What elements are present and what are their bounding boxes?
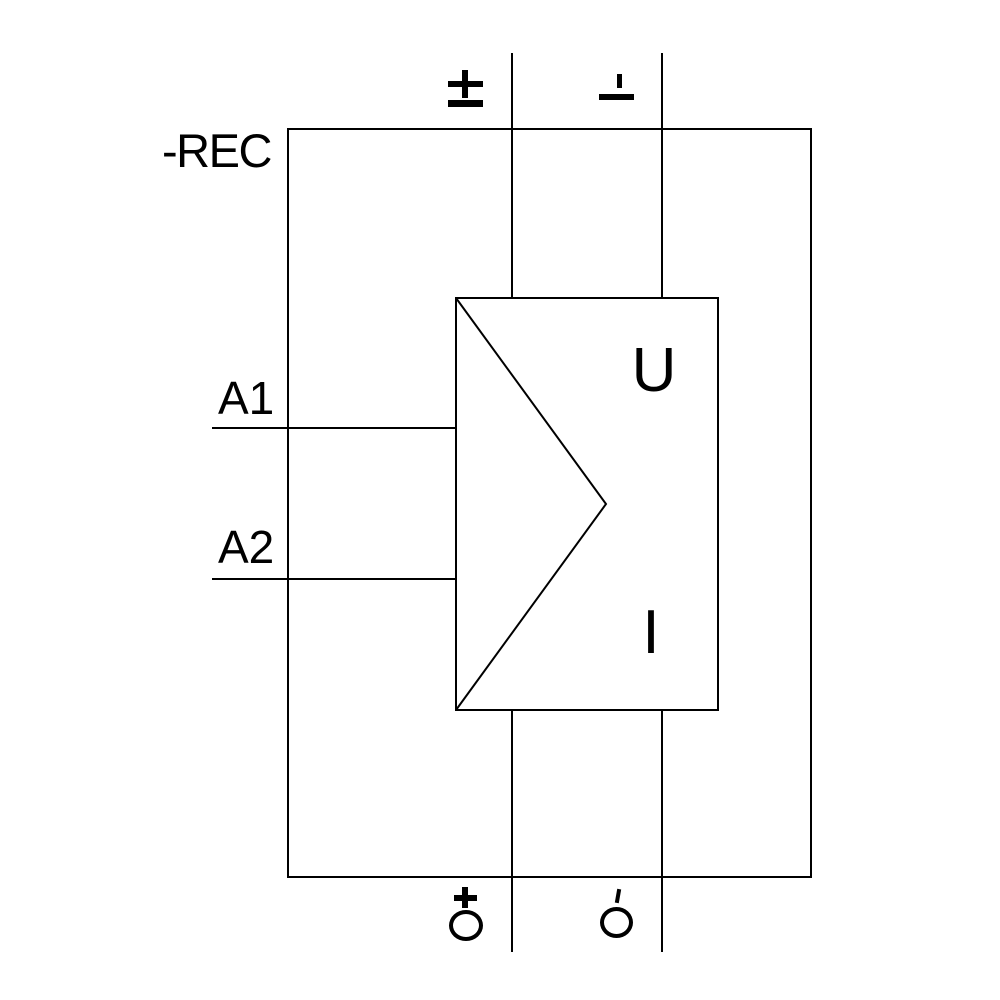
converter-block xyxy=(455,297,719,711)
converter-box xyxy=(455,297,719,711)
minus-terminal-line-top xyxy=(661,53,663,298)
plus-terminal-line-bottom xyxy=(511,710,513,952)
device-outline xyxy=(287,128,812,878)
chevron-shape xyxy=(455,297,608,711)
device-label: -REC xyxy=(162,124,272,177)
input-line-a2 xyxy=(212,578,456,580)
voltage-label: U xyxy=(631,336,677,405)
input-line-a1 xyxy=(212,427,456,429)
terminal-circle-positive xyxy=(449,910,483,941)
plus-terminal-line-top xyxy=(511,53,513,298)
minus-terminal-line-bottom xyxy=(661,710,663,952)
terminal-circle-negative xyxy=(600,907,633,938)
input-label-a2: A2 xyxy=(218,521,275,573)
input-label-a1: A1 xyxy=(218,372,275,424)
current-label: I xyxy=(642,598,660,667)
